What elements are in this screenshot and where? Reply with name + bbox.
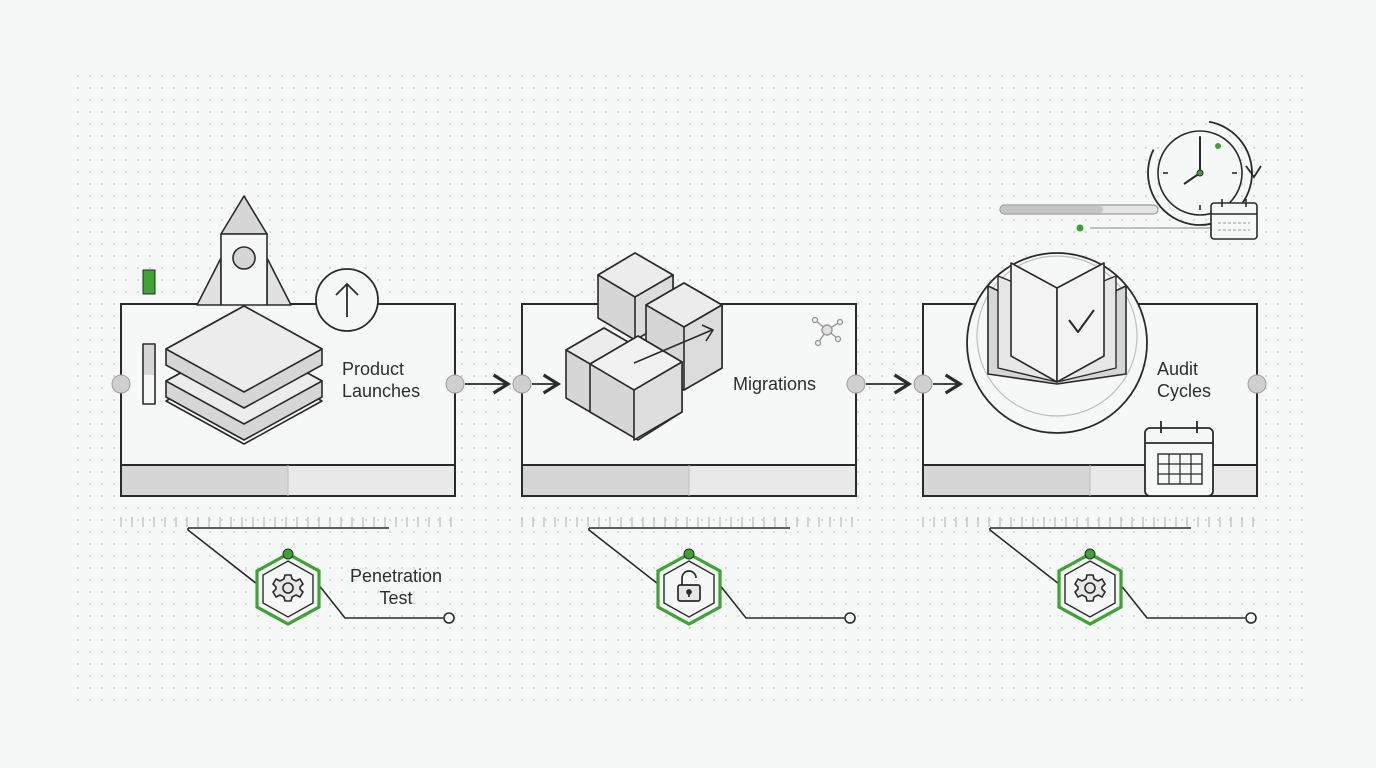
gear-icon [271, 574, 305, 602]
progress-line-decoration [999, 204, 1212, 232]
badge-label-penetration: Penetration [349, 566, 443, 586]
upload-arrow-icon [315, 268, 379, 332]
leader-line-1 [187, 528, 455, 624]
rocket-icon [142, 195, 323, 445]
padlock-icon [677, 570, 701, 602]
cubes-icon [565, 252, 723, 441]
book-check-icon [966, 252, 1148, 434]
leader-line-2 [588, 528, 856, 624]
stage-label-audit-cycles-line1: Audit [1157, 359, 1199, 379]
stage-label-product-launches-line2: Launches [342, 381, 421, 401]
network-node-icon [811, 316, 844, 347]
gear-icon [1073, 574, 1107, 602]
calendar-grid-icon [1144, 421, 1214, 497]
calendar-small-icon [1210, 199, 1258, 240]
leader-line-3 [989, 528, 1257, 624]
clock-icon [1147, 120, 1262, 226]
timeline-rulers [120, 517, 1254, 529]
stage-label-audit-cycles-line2: Cycles [1157, 381, 1212, 401]
connector-nodes [111, 374, 1267, 394]
stage-label-migrations: Migrations [733, 374, 817, 394]
badge-label-test: Test [379, 588, 413, 608]
stage-label-product-launches-line1: Product [342, 359, 405, 379]
